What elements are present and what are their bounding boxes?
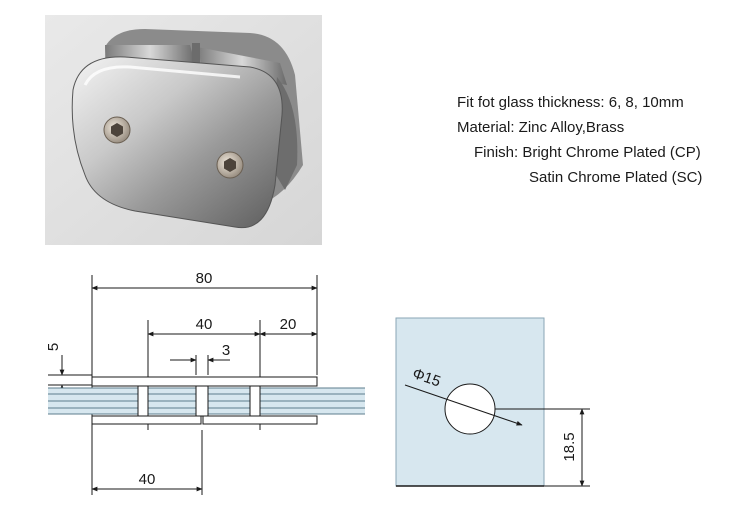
- plate-thickness-label: 5: [45, 343, 62, 351]
- hole-height-label: 18.5: [561, 432, 578, 461]
- hole-spacing-label: 40: [196, 316, 213, 333]
- edge-offset-label: 20: [280, 316, 297, 333]
- bottom-width-label: 40: [139, 471, 156, 488]
- finish-cp-spec: Finish: Bright Chrome Plated (CP): [474, 144, 701, 161]
- material-spec: Material: Zinc Alloy,Brass: [457, 119, 625, 136]
- technical-drawing: 80 40 20 3 5 40 Φ15 18.5: [45, 270, 590, 495]
- overall-width-label: 80: [196, 270, 213, 287]
- specification-block: Fit fot glass thickness: 6, 8, 10mm Mate…: [457, 90, 702, 190]
- glass-thickness-spec: Fit fot glass thickness: 6, 8, 10mm: [457, 94, 684, 111]
- gap-label: 3: [222, 342, 230, 359]
- finish-sc-spec: Satin Chrome Plated (SC): [529, 169, 703, 186]
- product-photo: [45, 15, 322, 245]
